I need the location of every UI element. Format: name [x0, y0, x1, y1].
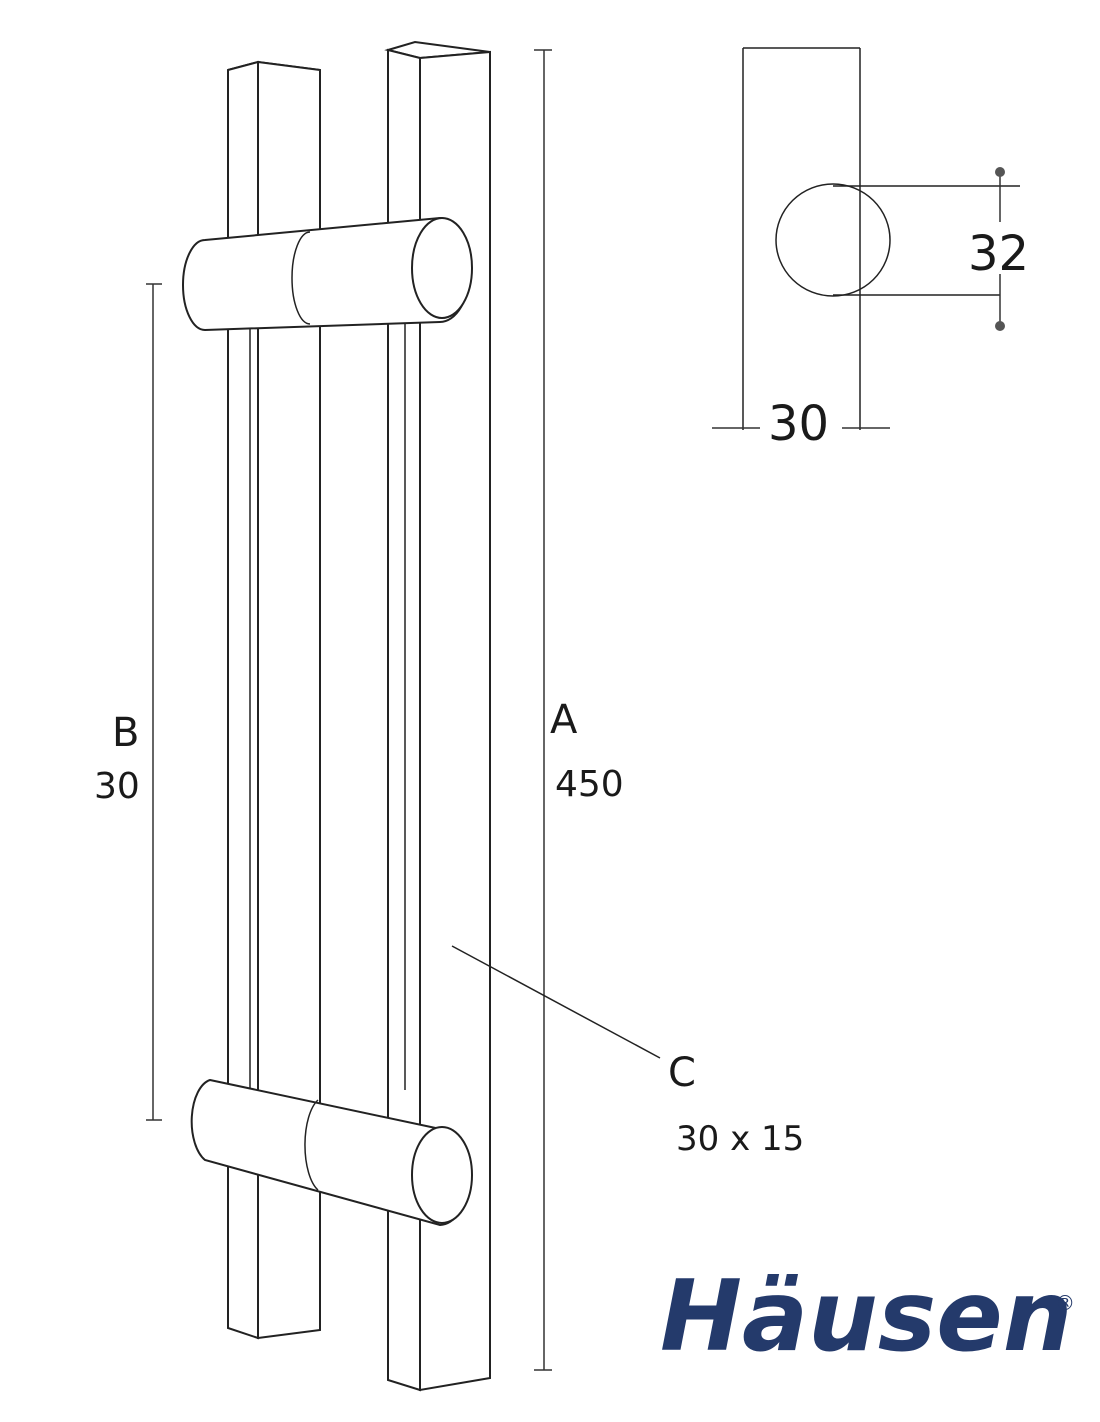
detail-width-value: 30: [768, 396, 829, 452]
front-bar: [384, 40, 491, 1392]
dimension-a-letter: A: [550, 697, 578, 743]
logo-text: Häusen: [660, 1260, 1072, 1374]
detail-diameter-value: 32: [968, 226, 1029, 282]
leader-line: [451, 945, 661, 1059]
dimension-b: B 30: [94, 283, 162, 1121]
dimension-c-value: 30 x 15: [676, 1119, 804, 1159]
dimension-c-letter: C: [668, 1050, 696, 1096]
bottom-standoff: [190, 1078, 473, 1227]
dimension-c: C 30 x 15: [451, 945, 804, 1159]
dimension-b-value: 30: [94, 766, 140, 807]
dimension-b-letter: B: [112, 710, 139, 756]
standoff-detail: 32 30: [712, 47, 1029, 452]
dimension-a: A 450: [534, 49, 624, 1371]
hausen-logo: Häusen ®: [660, 1260, 1075, 1374]
pull-handle-drawing: [182, 40, 491, 1392]
dimension-dot-top: [995, 167, 1005, 177]
dimension-dot-bottom: [995, 321, 1005, 331]
back-bar: [227, 60, 321, 1340]
dimension-a-value: 450: [555, 764, 624, 805]
standoff-circle: [775, 183, 891, 297]
top-standoff: [182, 216, 473, 332]
registered-mark: ®: [1055, 1291, 1075, 1315]
